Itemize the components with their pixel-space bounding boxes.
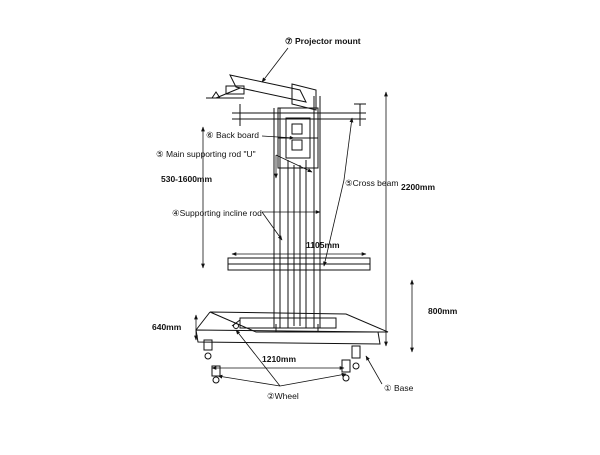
dimension-lines <box>194 91 414 370</box>
dim-base-width: 1210mm <box>262 354 296 364</box>
base-frame <box>195 311 389 345</box>
back-board <box>277 107 319 169</box>
dim-beam-width: 1105mm <box>306 240 340 250</box>
wheels <box>203 319 361 384</box>
stand-frame <box>195 74 389 384</box>
dim-base-height: 800mm <box>428 306 458 316</box>
dim-height-range: 530-1600mm <box>161 174 212 184</box>
leader-lines <box>217 47 383 387</box>
dim-base-depth: 640mm <box>152 322 182 332</box>
text-labels: ⑦ Projector mount ⑥ Back board ⑤ Main su… <box>152 36 458 401</box>
label-projector-mount: ⑦ Projector mount <box>285 36 361 46</box>
lower-cross-beam <box>227 257 371 271</box>
label-main-supporting-rod: ⑤ Main supporting rod "U" <box>156 149 256 159</box>
projector-mount-arm <box>206 74 317 111</box>
label-base: ① Base <box>384 383 414 393</box>
dim-total-height: 2200mm <box>401 182 435 192</box>
label-back-board: ⑥ Back board <box>206 130 259 140</box>
label-cross-beam: ⑤Cross beam <box>345 178 398 188</box>
top-cross-beam <box>232 103 366 126</box>
label-incline-rod: ④Supporting incline rod <box>172 208 262 218</box>
label-wheel: ②Wheel <box>267 391 299 401</box>
